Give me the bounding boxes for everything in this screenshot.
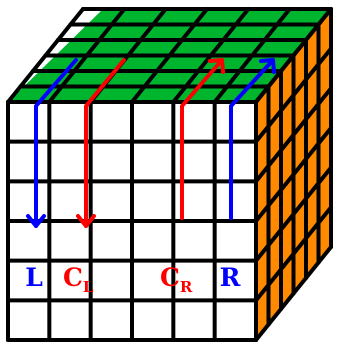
arrow-CL (84, 58, 126, 228)
move-label-CL: CL (63, 263, 94, 296)
arrow-R (229, 58, 275, 220)
move-label-L: L (25, 263, 43, 292)
move-label-R-main: R (220, 263, 241, 292)
move-label-L-main: L (25, 263, 43, 292)
move-label-CR-sub: R (180, 278, 193, 296)
arrow-head-CL (76, 214, 96, 228)
move-label-CL-main: C (63, 263, 83, 292)
cube-grid-lines (6, 7, 333, 342)
top-grid-line (254, 7, 333, 104)
arrow-head-L (26, 214, 46, 228)
move-label-CR-main: C (160, 263, 180, 292)
arrow-CR (180, 58, 224, 220)
move-label-R: R (220, 263, 241, 292)
arrow-L (34, 58, 78, 228)
right-grid-line (254, 205, 333, 303)
move-arrows (26, 58, 276, 228)
move-label-CL-sub: L (83, 278, 94, 296)
right-grid-line (254, 245, 333, 342)
arrow-head-CR (208, 58, 225, 74)
arrow-head-R (259, 58, 276, 74)
move-label-CR: CR (160, 263, 193, 296)
